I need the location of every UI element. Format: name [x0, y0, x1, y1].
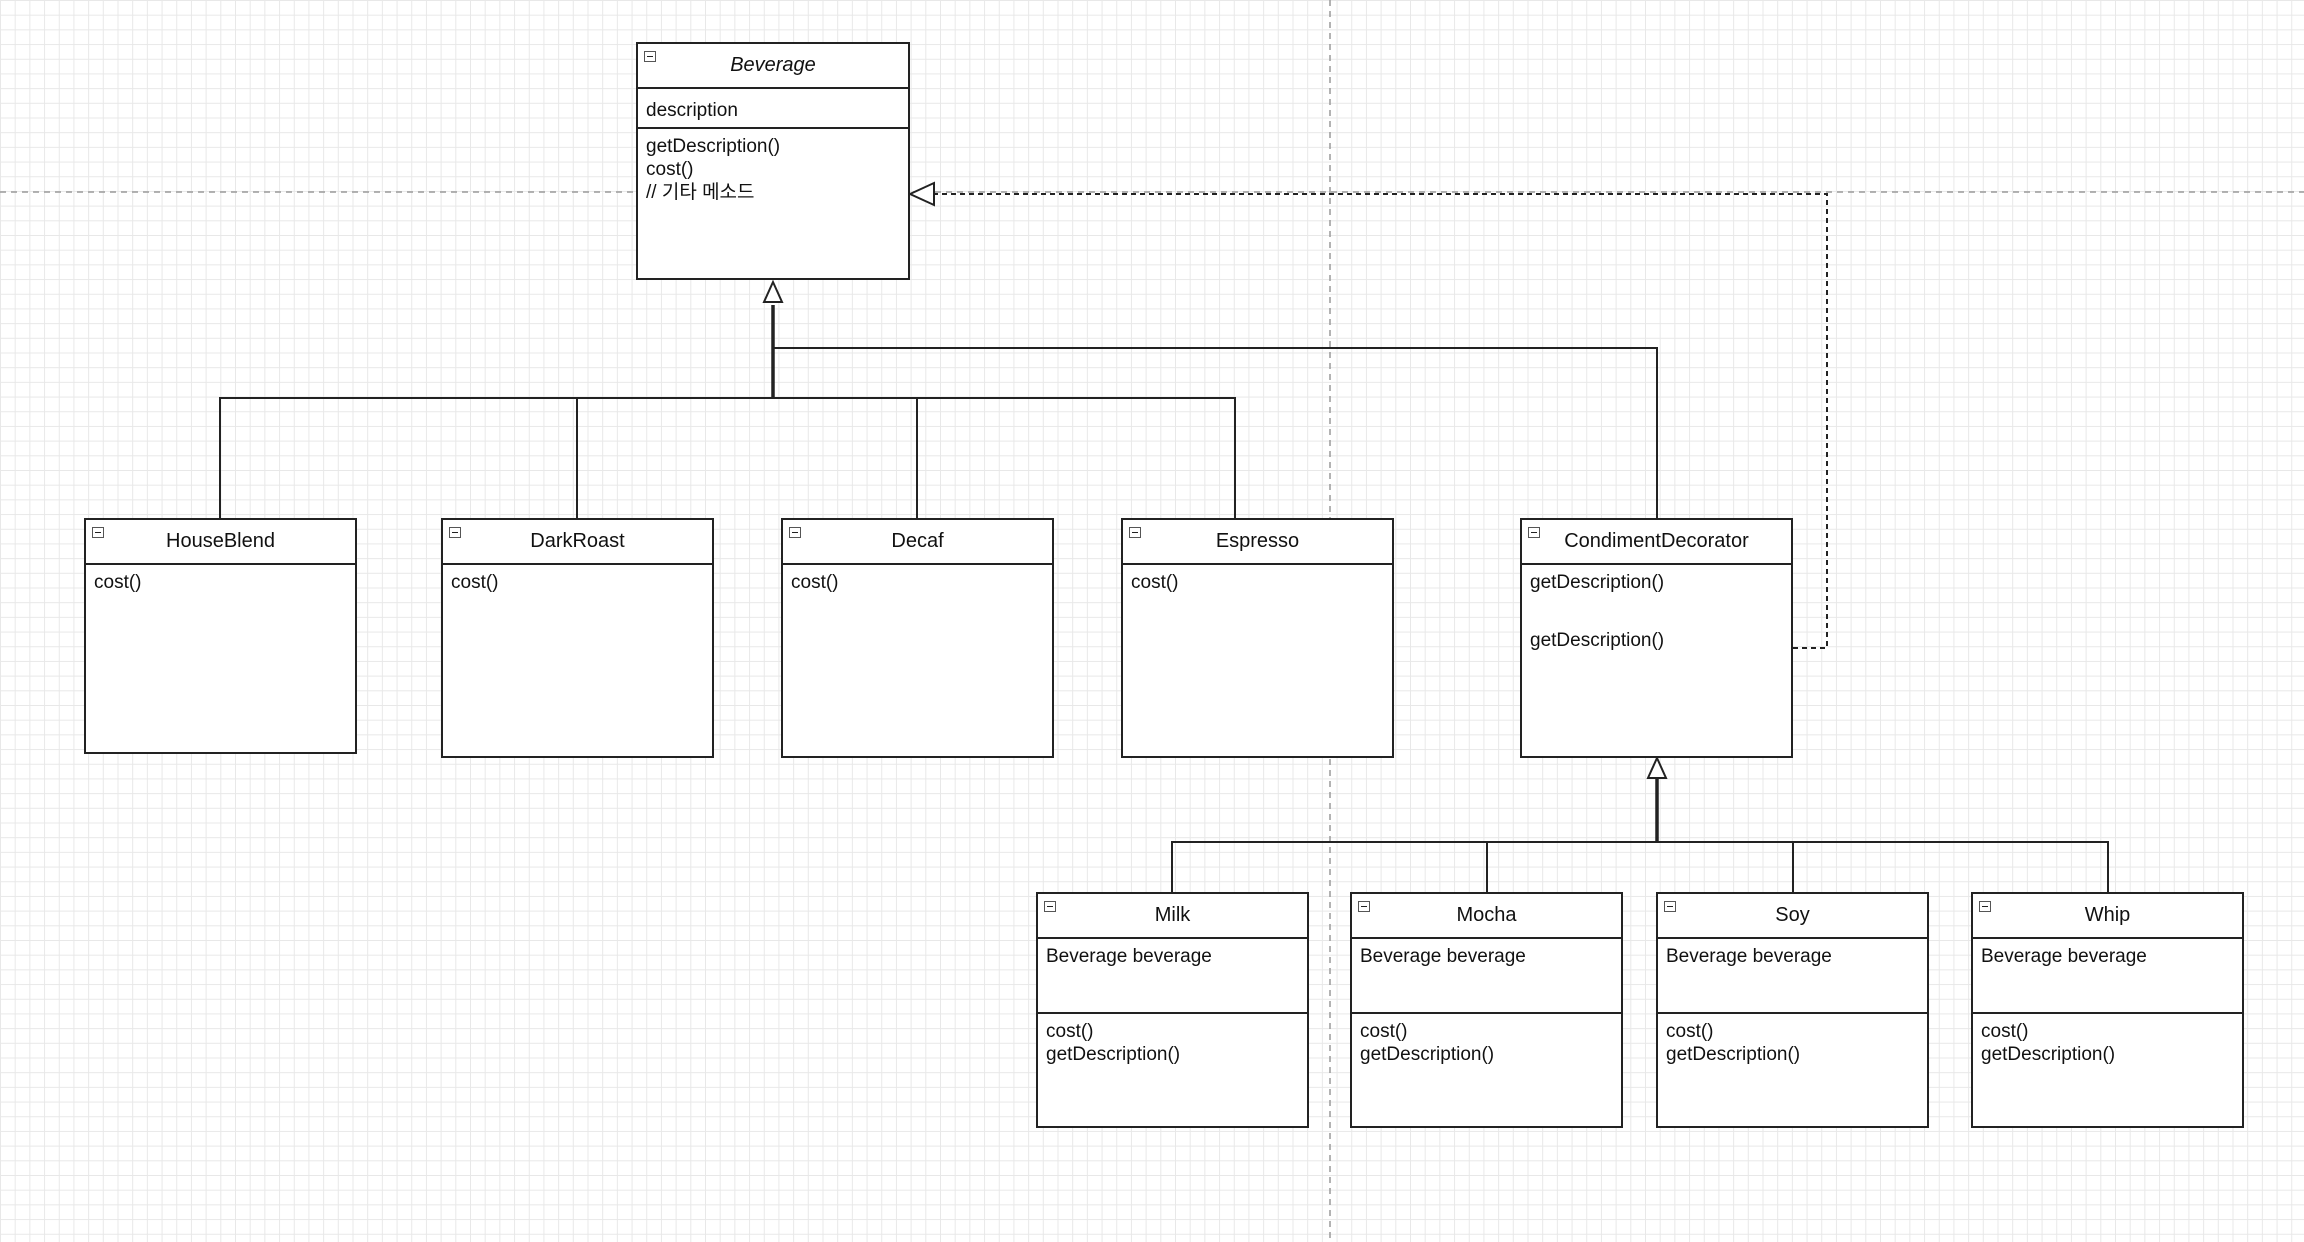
methods-section: cost(): [783, 565, 1052, 600]
decorator-generalization-arrowhead: [1646, 755, 1668, 779]
class-name: Mocha: [1456, 904, 1517, 926]
collapse-icon[interactable]: [1044, 901, 1056, 912]
method: getDescription(): [1530, 630, 1665, 651]
class-header: DarkRoast: [443, 520, 712, 565]
method: getDescription(): [646, 136, 781, 157]
class-header: Whip: [1973, 894, 2242, 939]
class-name: Espresso: [1215, 530, 1300, 552]
method: cost(): [791, 572, 839, 593]
method: cost(): [1360, 1021, 1408, 1042]
decaf-inheritance-line[interactable]: [773, 397, 918, 518]
methods-section: getDescription() cost() // 기타 메소드: [638, 129, 908, 210]
class-name: CondimentDecorator: [1564, 530, 1749, 552]
methods-section: getDescription() getDescription(): [1522, 565, 1791, 658]
class-name: Whip: [2084, 904, 2131, 926]
attribute: Beverage beverage: [1981, 946, 2147, 967]
class-decaf[interactable]: Decaf cost(): [781, 518, 1054, 758]
collapse-icon[interactable]: [644, 51, 656, 62]
method: cost(): [1046, 1021, 1094, 1042]
espresso-inheritance-line[interactable]: [773, 397, 1236, 518]
collapse-icon[interactable]: [1664, 901, 1676, 912]
attributes-section: description: [638, 89, 908, 129]
method: cost(): [94, 572, 142, 593]
class-name: Soy: [1775, 904, 1810, 926]
methods-section: cost() getDescription(): [1038, 1014, 1307, 1072]
methods-section: cost() getDescription(): [1352, 1014, 1621, 1072]
class-condiment-decorator[interactable]: CondimentDecorator getDescription() getD…: [1520, 518, 1793, 758]
class-header: CondimentDecorator: [1522, 520, 1791, 565]
class-name: DarkRoast: [530, 530, 625, 552]
class-header: Beverage: [638, 44, 908, 89]
class-name: Beverage: [730, 54, 816, 76]
class-header: Decaf: [783, 520, 1052, 565]
class-whip[interactable]: Whip Beverage beverage cost() getDescrip…: [1971, 892, 2244, 1128]
class-beverage[interactable]: Beverage description getDescription() co…: [636, 42, 910, 280]
attribute: description: [646, 100, 738, 121]
decorator-dependency-line[interactable]: [934, 193, 1828, 649]
collapse-icon[interactable]: [92, 527, 104, 538]
comment: // 기타 메소드: [646, 182, 755, 203]
method: getDescription(): [1046, 1044, 1181, 1065]
class-name: Decaf: [891, 530, 944, 552]
houseblend-inheritance-line[interactable]: [219, 305, 774, 518]
method: cost(): [646, 159, 694, 180]
collapse-icon[interactable]: [1528, 527, 1540, 538]
method: getDescription(): [1530, 572, 1665, 593]
collapse-icon[interactable]: [1979, 901, 1991, 912]
class-milk[interactable]: Milk Beverage beverage cost() getDescrip…: [1036, 892, 1309, 1128]
class-name: Milk: [1154, 904, 1191, 926]
methods-section: cost(): [1123, 565, 1392, 600]
class-soy[interactable]: Soy Beverage beverage cost() getDescript…: [1656, 892, 1929, 1128]
class-houseblend[interactable]: HouseBlend cost(): [84, 518, 357, 754]
method: getDescription(): [1360, 1044, 1495, 1065]
beverage-generalization-arrowhead: [762, 279, 784, 303]
class-darkroast[interactable]: DarkRoast cost(): [441, 518, 714, 758]
method: getDescription(): [1981, 1044, 2116, 1065]
condiment-decorator-inheritance-line[interactable]: [773, 347, 1658, 518]
method: cost(): [451, 572, 499, 593]
collapse-icon[interactable]: [1358, 901, 1370, 912]
methods-section: cost() getDescription(): [1658, 1014, 1927, 1072]
class-header: Mocha: [1352, 894, 1621, 939]
attribute: Beverage beverage: [1666, 946, 1832, 967]
class-header: HouseBlend: [86, 520, 355, 565]
method: cost(): [1131, 572, 1179, 593]
beverage-dependency-arrowhead-head: [907, 181, 935, 207]
methods-section: cost() getDescription(): [1973, 1014, 2242, 1072]
attribute: Beverage beverage: [1360, 946, 1526, 967]
collapse-icon[interactable]: [449, 527, 461, 538]
attribute: Beverage beverage: [1046, 946, 1212, 967]
collapse-icon[interactable]: [1129, 527, 1141, 538]
class-espresso[interactable]: Espresso cost(): [1121, 518, 1394, 758]
class-header: Espresso: [1123, 520, 1392, 565]
milk-inheritance-line[interactable]: [1171, 841, 2109, 892]
attributes-section: Beverage beverage: [1352, 939, 1621, 1014]
collapse-icon[interactable]: [789, 527, 801, 538]
method: cost(): [1666, 1021, 1714, 1042]
method: cost(): [1981, 1021, 2029, 1042]
methods-section: cost(): [86, 565, 355, 600]
methods-section: cost(): [443, 565, 712, 600]
class-header: Soy: [1658, 894, 1927, 939]
class-header: Milk: [1038, 894, 1307, 939]
attributes-section: Beverage beverage: [1973, 939, 2242, 1014]
attributes-section: Beverage beverage: [1038, 939, 1307, 1014]
method: getDescription(): [1666, 1044, 1801, 1065]
class-mocha[interactable]: Mocha Beverage beverage cost() getDescri…: [1350, 892, 1623, 1128]
attributes-section: Beverage beverage: [1658, 939, 1927, 1014]
class-name: HouseBlend: [166, 530, 275, 552]
